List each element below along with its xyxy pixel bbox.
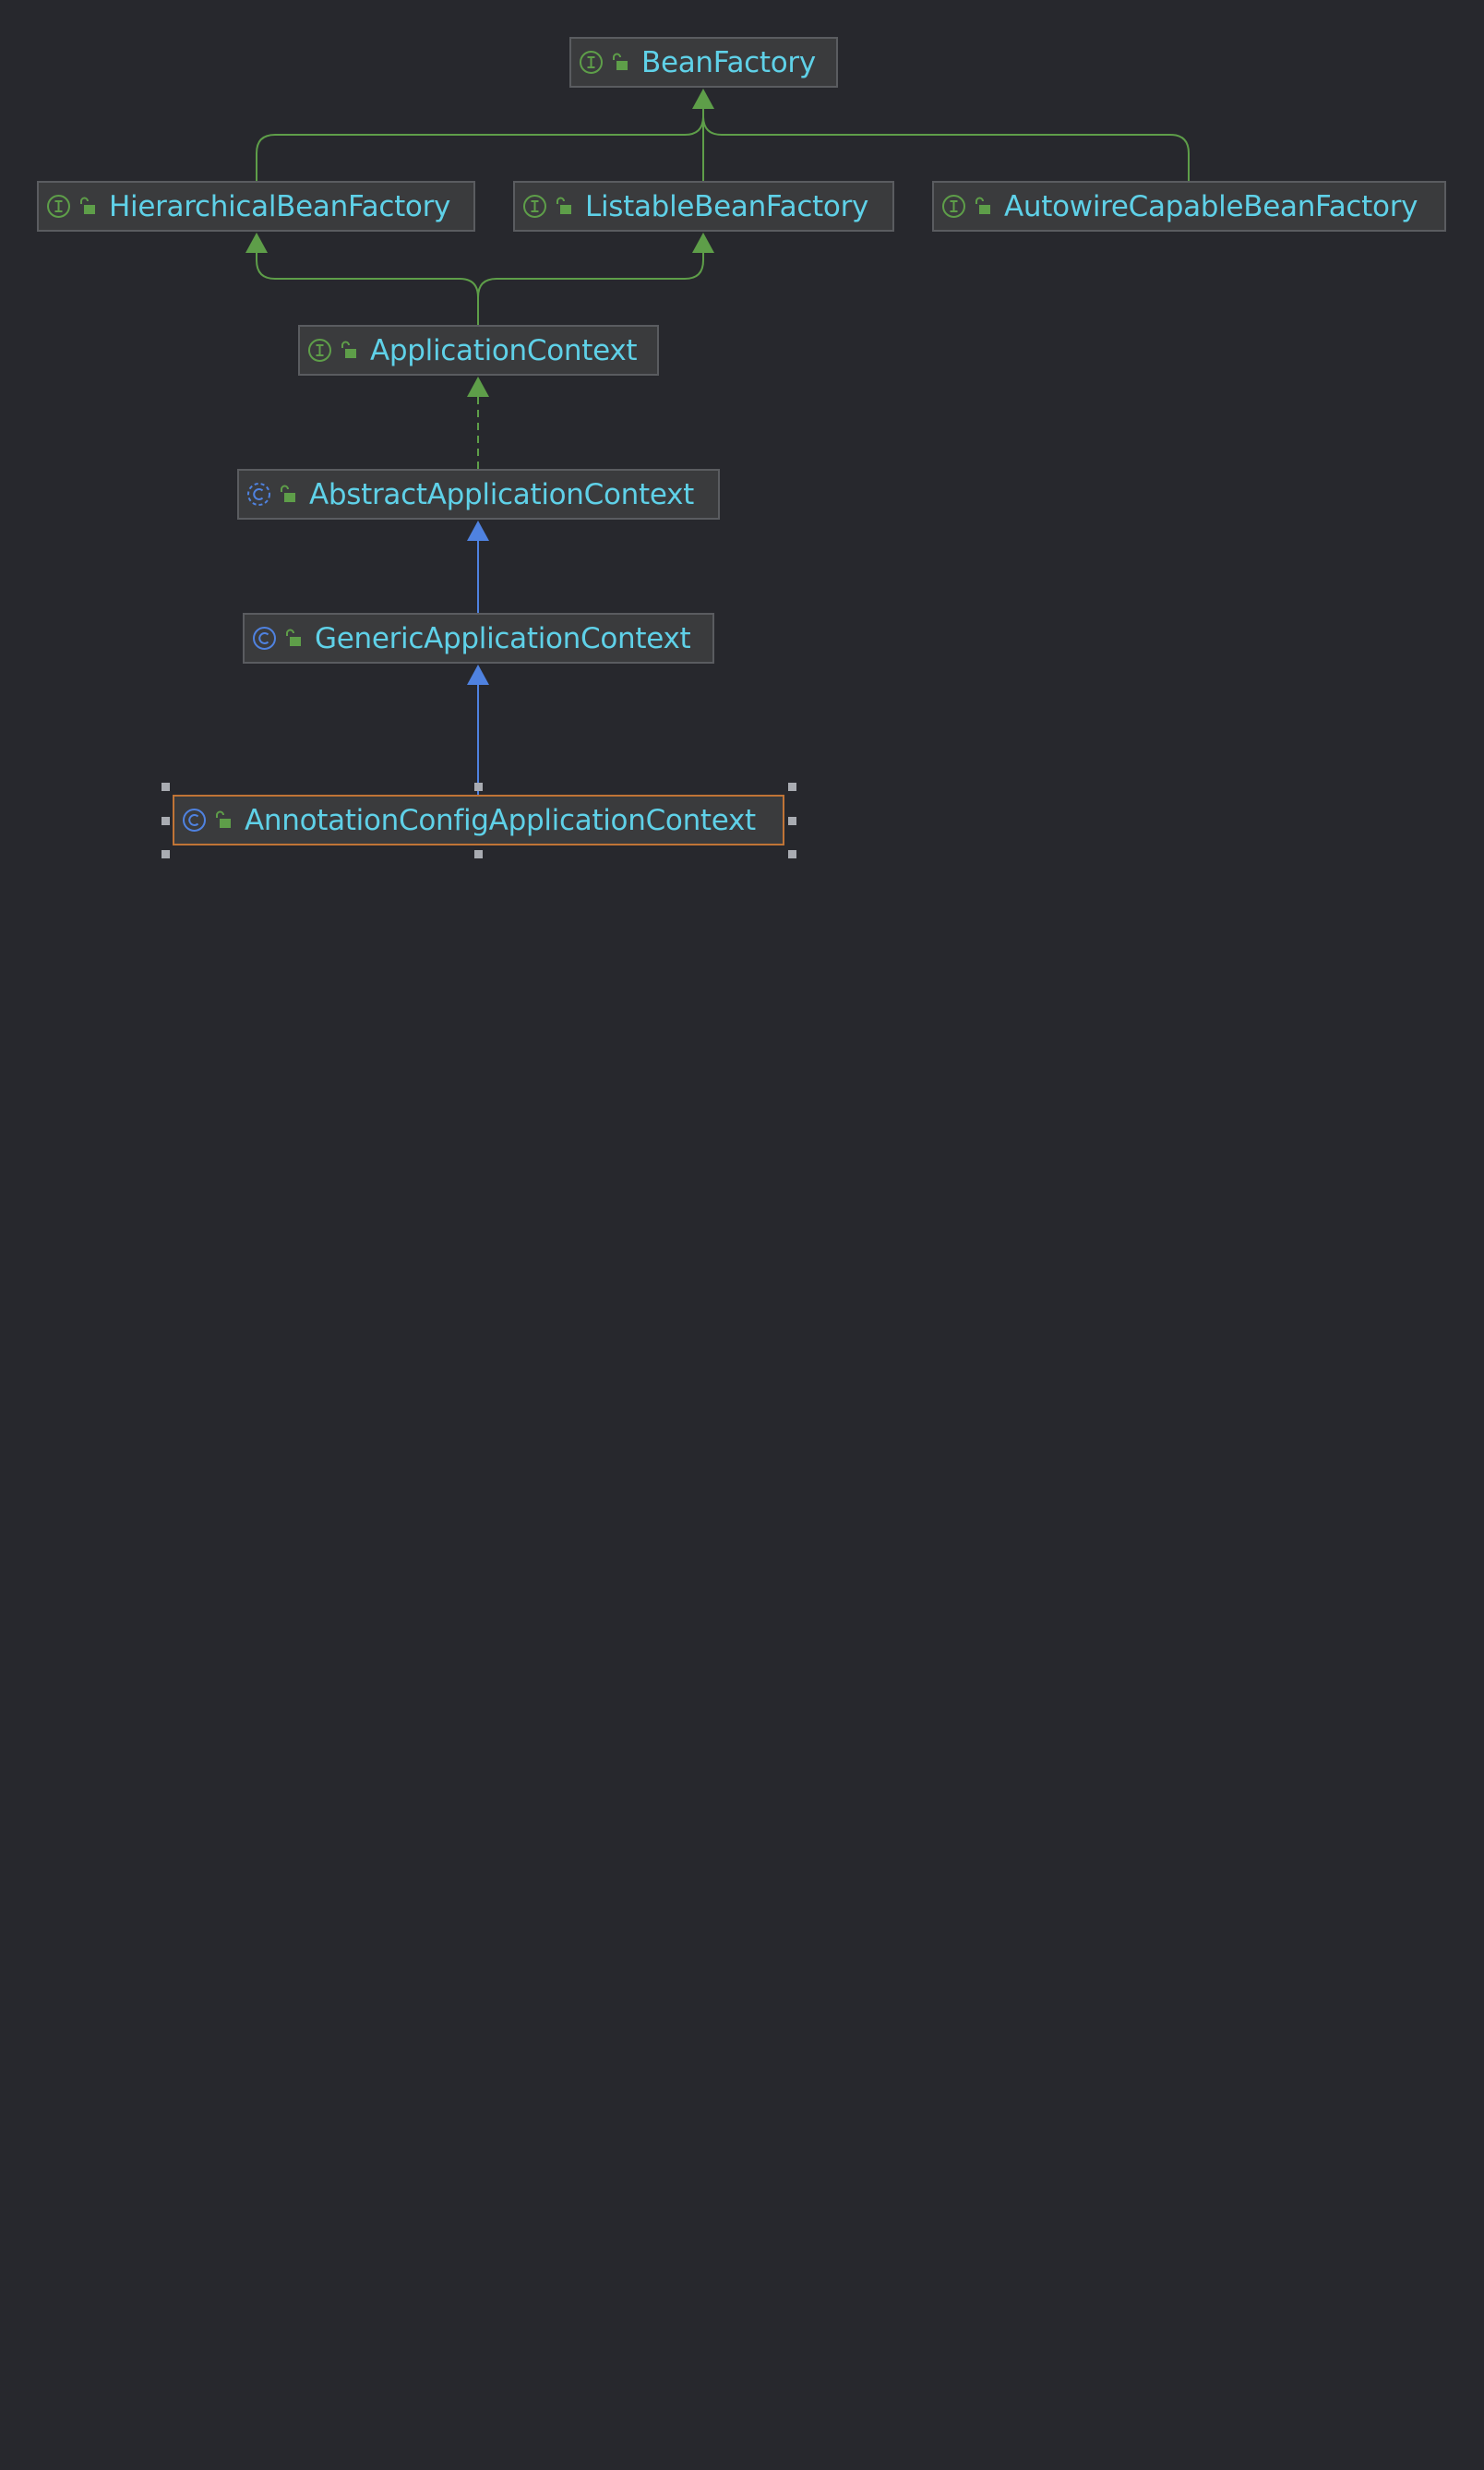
resize-handle-middle-left[interactable] (162, 817, 170, 825)
node-annotation-config-application-context[interactable]: AnnotationConfigApplicationContext (173, 795, 784, 845)
node-autowire-capable-bean-factory[interactable]: AutowireCapableBeanFactory (932, 181, 1446, 232)
unlocked-icon (78, 197, 98, 217)
abstract-class-icon (246, 482, 271, 507)
resize-handle-bottom-center[interactable] (474, 850, 483, 858)
node-generic-application-context[interactable]: GenericApplicationContext (243, 613, 714, 664)
unlocked-icon (554, 197, 574, 217)
node-label: HierarchicalBeanFactory (109, 189, 451, 223)
unlocked-icon (278, 485, 298, 505)
node-label: ListableBeanFactory (585, 189, 869, 223)
edge-hierarchical-to-bean-factory (256, 109, 704, 181)
unlocked-icon (339, 341, 359, 361)
resize-handle-top-left[interactable] (162, 783, 170, 791)
interface-icon (46, 194, 71, 219)
node-bean-factory[interactable]: BeanFactory (569, 37, 838, 88)
node-abstract-application-context[interactable]: AbstractApplicationContext (237, 469, 720, 520)
interface-icon (579, 50, 604, 75)
resize-handle-bottom-right[interactable] (788, 850, 796, 858)
node-listable-bean-factory[interactable]: ListableBeanFactory (513, 181, 894, 232)
arrowhead-application-context (467, 377, 489, 397)
node-label: AutowireCapableBeanFactory (1004, 189, 1418, 223)
unlocked-icon (610, 53, 630, 73)
edge-application-context-to-hierarchical (256, 253, 479, 325)
node-label: AnnotationConfigApplicationContext (245, 803, 756, 837)
arrowhead-hierarchical-bean-factory (245, 233, 268, 253)
class-icon (252, 626, 277, 651)
unlocked-icon (213, 810, 233, 831)
interface-icon (941, 194, 966, 219)
node-label: BeanFactory (641, 45, 816, 79)
resize-handle-top-right[interactable] (788, 783, 796, 791)
arrowhead-abstract-application-context (467, 521, 489, 541)
interface-icon (307, 338, 332, 363)
class-icon (182, 808, 207, 833)
resize-handle-middle-right[interactable] (788, 817, 796, 825)
node-application-context[interactable]: ApplicationContext (298, 325, 659, 376)
edge-autowire-to-bean-factory (702, 109, 1190, 181)
node-label: GenericApplicationContext (315, 621, 691, 655)
arrowhead-bean-factory (692, 89, 714, 109)
resize-handle-top-center[interactable] (474, 783, 483, 791)
interface-icon (522, 194, 547, 219)
arrowhead-listable-bean-factory (692, 233, 714, 253)
node-label: AbstractApplicationContext (309, 477, 694, 511)
resize-handle-bottom-left[interactable] (162, 850, 170, 858)
arrowhead-generic-application-context (467, 665, 489, 685)
node-hierarchical-bean-factory[interactable]: HierarchicalBeanFactory (37, 181, 475, 232)
node-label: ApplicationContext (370, 333, 638, 367)
unlocked-icon (973, 197, 993, 217)
edge-application-context-to-listable (477, 253, 704, 325)
unlocked-icon (283, 629, 304, 649)
